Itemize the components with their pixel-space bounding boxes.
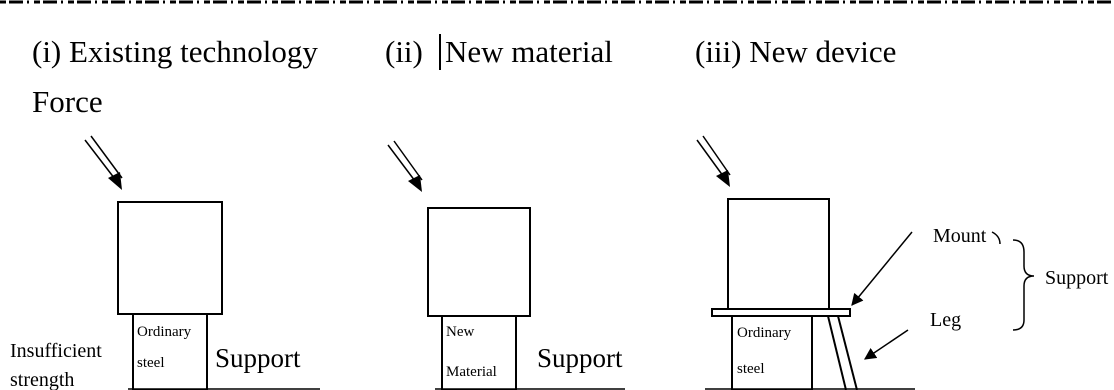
column-3-label-line1: Ordinary — [737, 325, 792, 341]
mount-arrow — [851, 231, 913, 306]
column-2-label-line2: Material — [446, 364, 497, 380]
new-material-column — [441, 315, 517, 390]
leg — [827, 315, 858, 390]
column-3-label-line2: steel — [737, 361, 765, 377]
mount-plate — [711, 308, 851, 317]
panel-2-heading-prefix: (ii) — [385, 34, 423, 69]
column-1-label-line1: Ordinary — [137, 324, 192, 340]
support-label-2: Support — [537, 343, 623, 373]
panel-3-heading: (iii) New device — [695, 34, 896, 69]
load-block-2 — [427, 207, 531, 317]
panel-1-heading: (i) Existing technology — [32, 34, 318, 69]
support-label-3: Support — [1045, 267, 1109, 289]
mount-tick — [991, 231, 1001, 245]
steel-column-3 — [731, 315, 813, 390]
load-block-3 — [727, 198, 830, 310]
panel-2-heading-rest: New material — [445, 34, 613, 69]
insufficient-strength-line1: Insufficient — [10, 340, 102, 362]
force-label: Force — [32, 84, 103, 119]
steel-column-1 — [132, 313, 208, 390]
insufficient-strength-line2: strength — [10, 369, 74, 390]
column-1-label-line2: steel — [137, 355, 165, 371]
panel-existing-technology: (i) Existing technology Force Ordinary s… — [10, 34, 320, 390]
support-label-1: Support — [215, 343, 301, 373]
leg-arrow — [864, 329, 909, 360]
force-arrow-2 — [387, 140, 423, 192]
panel-new-material: (ii) New material New Material Support — [385, 34, 625, 390]
support-brace — [1012, 239, 1035, 331]
leg-label: Leg — [930, 309, 961, 331]
mount-label: Mount — [933, 225, 987, 247]
force-arrow-3 — [696, 135, 731, 187]
column-2-label-line1: New — [446, 324, 474, 340]
panel-new-device: (iii) New device Ordinary steel Mount Le… — [695, 34, 1109, 390]
force-arrow-1 — [84, 135, 123, 190]
load-block-1 — [117, 201, 223, 315]
